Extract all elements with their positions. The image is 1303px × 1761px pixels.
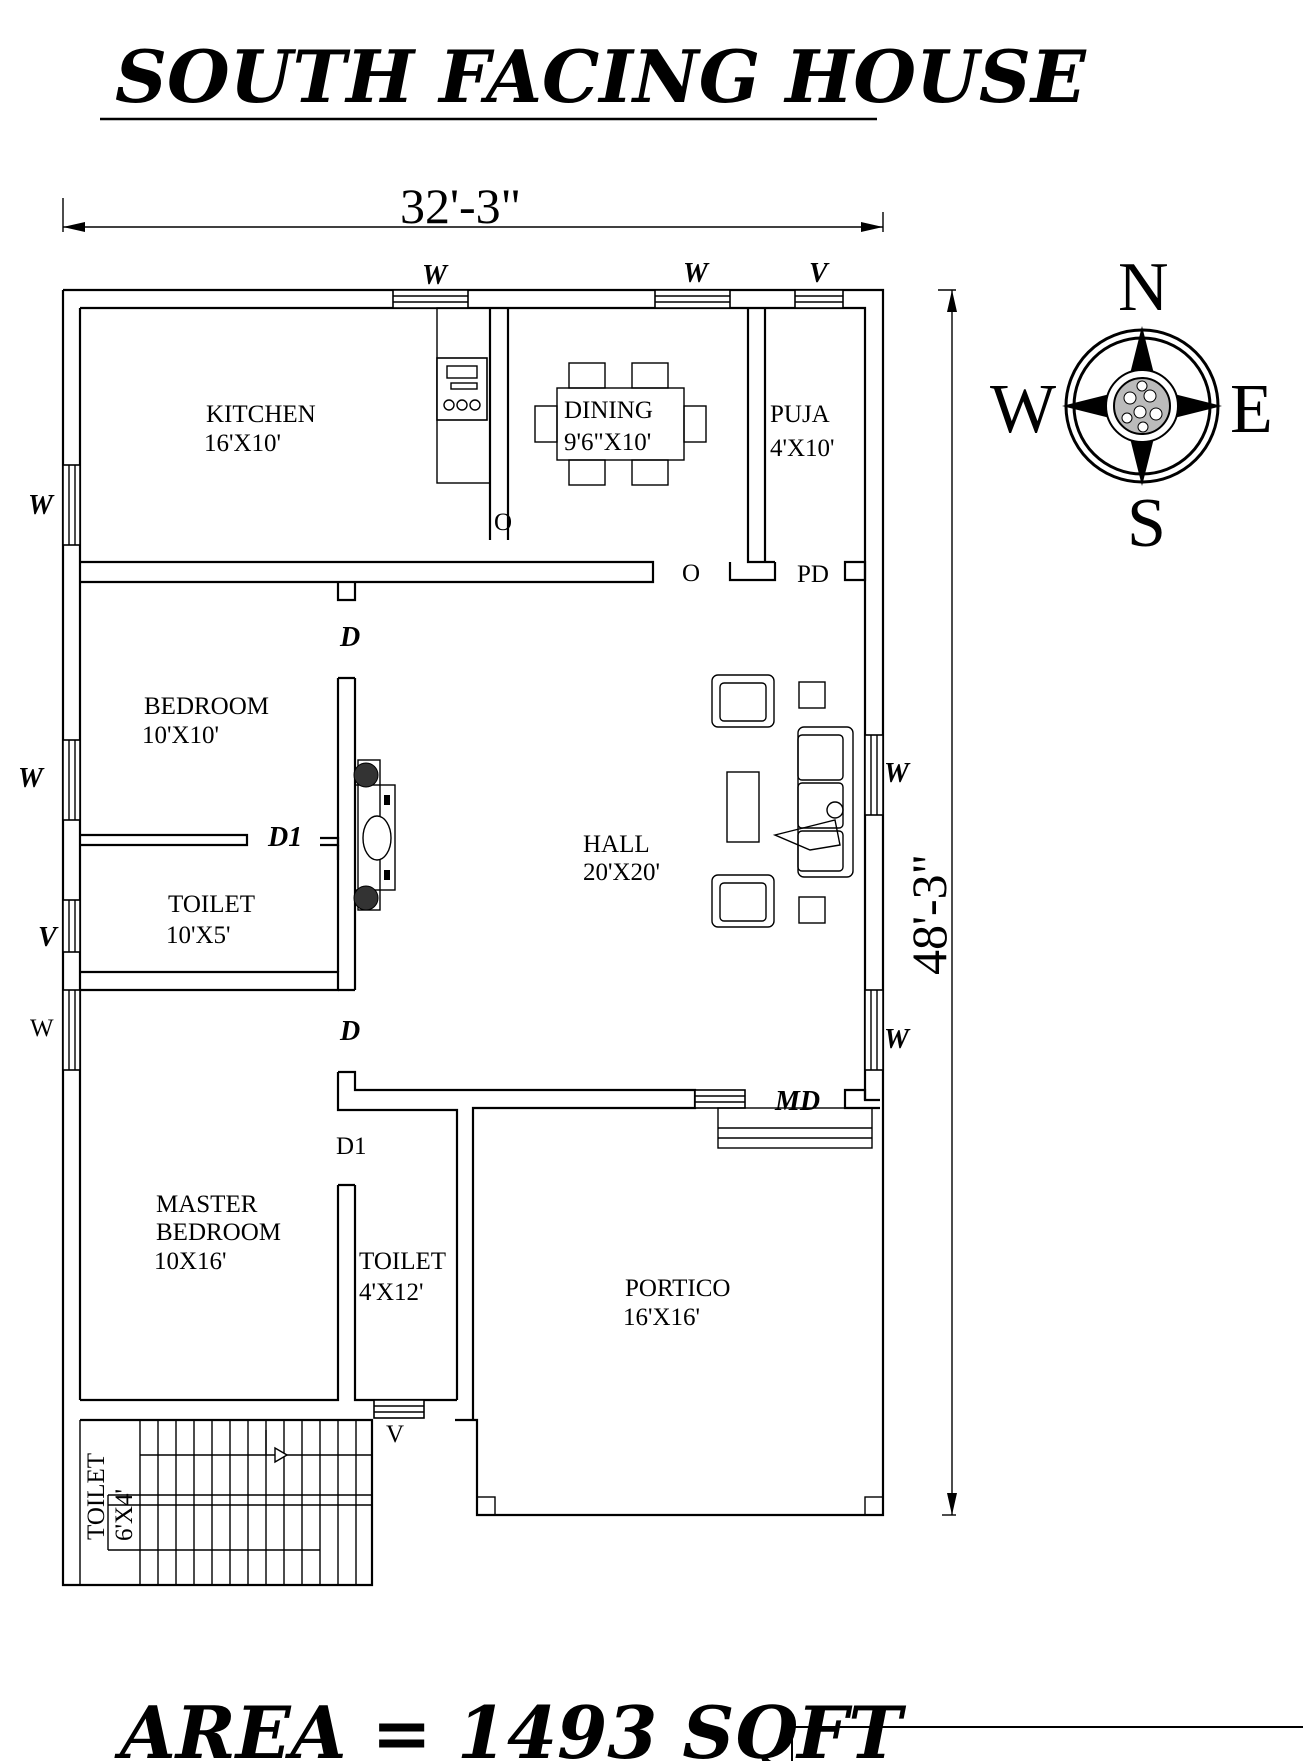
kitchen-label: KITCHEN [206,401,316,428]
toilet-3-size: 6'X4' [111,1489,138,1541]
depth-dimension-line [938,289,957,1516]
toilet-2-label: TOILET [359,1248,446,1275]
toilet-2-size: 4'X12' [359,1279,424,1306]
door-toilet-2: D1 [336,1133,367,1160]
entrance-steps [717,1107,873,1149]
toilet-1-label: TOILET [168,891,255,918]
window-right-hall-2: W [884,1024,911,1055]
door-master: D [339,1016,360,1047]
opening-kitchen: O [494,509,512,536]
windows [62,289,884,1419]
window-top-kitchen: W [422,260,449,291]
portico-size: 16'X16' [623,1304,700,1331]
width-dimension: 32'-3" [400,178,521,234]
window-left-kitchen: W [28,490,55,521]
width-dimension-line [62,198,884,232]
tv-unit [353,759,396,911]
bedroom-size: 10'X10' [142,722,219,749]
opening-dining: O [682,560,700,587]
compass-south: S [1127,485,1166,562]
window-top-dining: W [683,258,710,289]
puja-size: 4'X10' [770,435,835,462]
ventilator-left-toilet: V [38,922,59,953]
window-left-bedroom: W [18,763,45,794]
master-bedroom-label-1: MASTER [156,1191,258,1218]
dining-label: DINING [564,397,653,424]
kitchen-counter [436,307,491,484]
bedroom-label: BEDROOM [144,693,269,720]
hall-size: 20'X20' [583,859,660,886]
dining-size: 9'6"X10' [564,429,651,456]
ventilator-top-puja: V [809,258,830,289]
master-bedroom-label-2: BEDROOM [156,1219,281,1246]
door-toilet-1: D1 [267,822,302,853]
portico-label: PORTICO [625,1275,730,1302]
toilet-3-label: TOILET [83,1453,110,1540]
depth-dimension: 48'-3" [901,854,957,975]
compass-east: E [1230,371,1273,448]
compass-north: N [1118,249,1169,326]
main-door: MD [774,1086,820,1117]
plan-title: SOUTH FACING HOUSE [115,34,1087,119]
master-bedroom-size: 10X16' [154,1248,227,1275]
door-bedroom: D [339,622,360,653]
toilet-1-size: 10'X5' [166,922,231,949]
kitchen-size: 16'X10' [204,430,281,457]
puja-door: PD [797,561,829,588]
puja-label: PUJA [770,401,830,428]
ventilator-toilet-2: V [386,1421,404,1448]
dining-table [534,362,707,486]
area-label: AREA = 1493 SQFT [114,1690,906,1761]
window-right-hall: W [884,758,911,789]
compass-west: W [990,371,1056,448]
compass-rose-icon [1062,326,1222,486]
hall-sofa-set [711,674,854,928]
window-left-master: W [30,1015,54,1042]
hall-label: HALL [583,831,650,858]
staircase [79,1420,372,1585]
